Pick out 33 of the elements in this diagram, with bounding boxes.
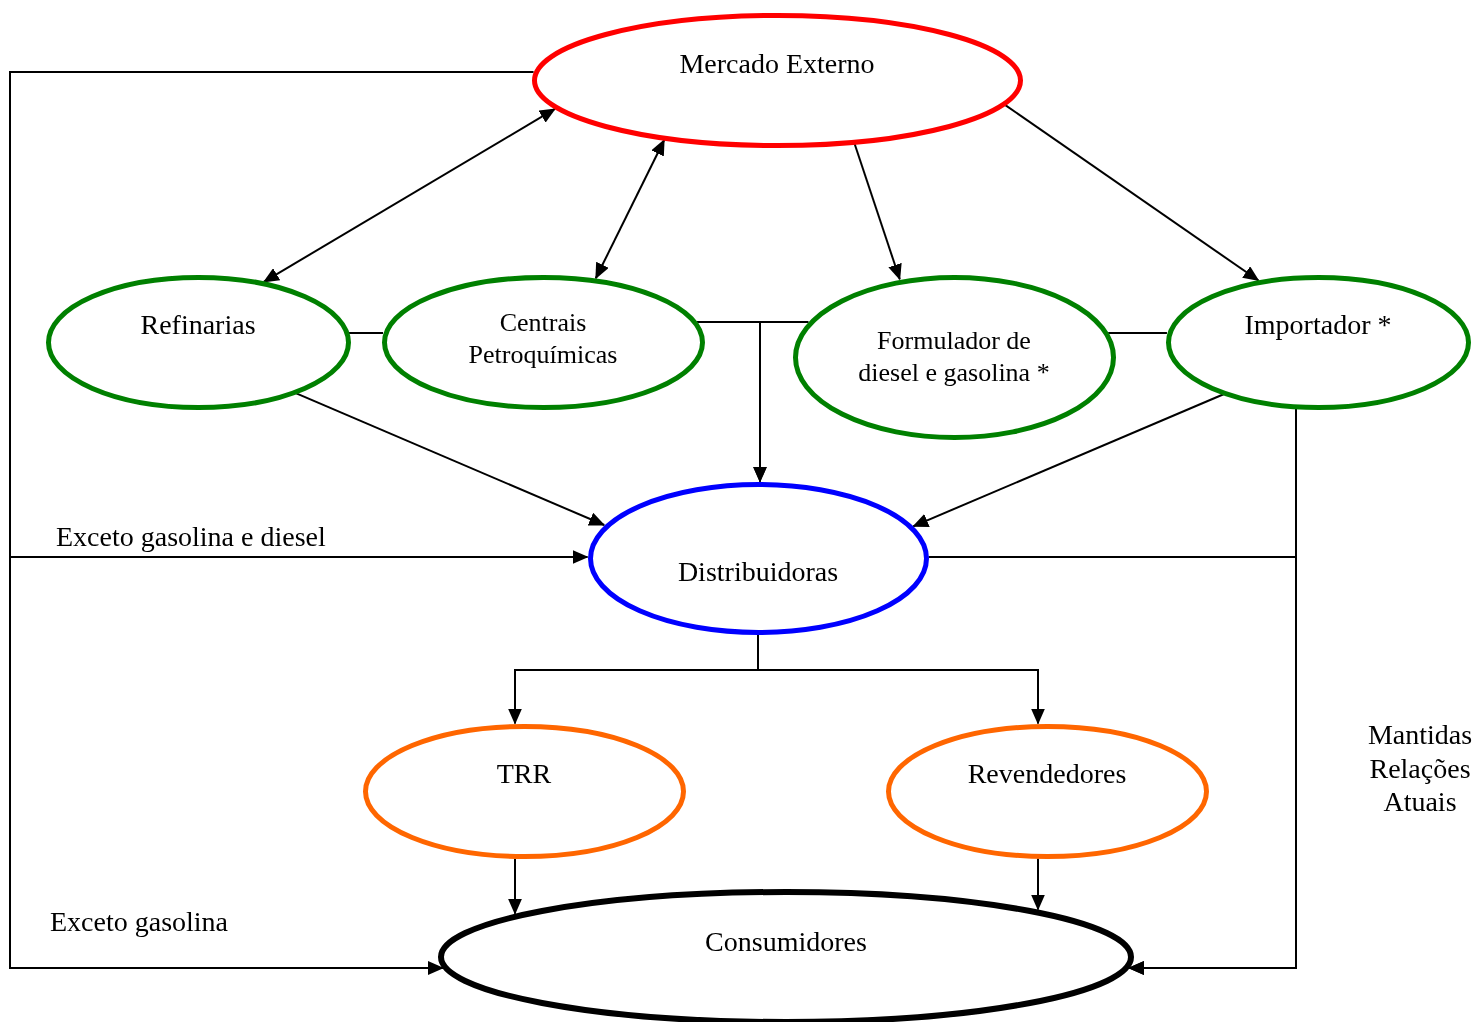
node-label: Refinarias bbox=[140, 307, 256, 342]
edge-label: Exceto gasolina e diesel bbox=[56, 520, 326, 554]
arrow bbox=[1004, 104, 1260, 282]
arrow bbox=[853, 143, 902, 281]
arrow bbox=[753, 321, 810, 483]
arrow bbox=[927, 556, 1297, 975]
connector-line bbox=[348, 332, 385, 334]
arrow bbox=[757, 633, 1045, 725]
arrow bbox=[294, 392, 606, 527]
node-label: Mercado Externo bbox=[679, 46, 875, 81]
node-label: Formulador de diesel e gasolina * bbox=[857, 324, 1051, 389]
ellipse-node bbox=[792, 274, 1116, 440]
ellipse-node bbox=[531, 12, 1023, 148]
ellipse-node bbox=[362, 723, 686, 859]
arrow bbox=[508, 857, 522, 915]
note-text: Mantidas Relações Atuais bbox=[1366, 718, 1474, 819]
ellipse-node bbox=[587, 481, 929, 635]
node-label: Centrais Petroquímicas bbox=[467, 306, 619, 371]
ellipse-node bbox=[45, 274, 351, 410]
arrow bbox=[912, 393, 1225, 528]
node-label: TRR bbox=[496, 756, 552, 791]
node-label: Consumidores bbox=[705, 924, 867, 959]
ellipse-node bbox=[381, 274, 705, 410]
arrow bbox=[594, 138, 666, 280]
arrow bbox=[1031, 857, 1045, 911]
node-label: Revendedores bbox=[967, 756, 1127, 791]
node-label: Distribuidoras bbox=[677, 554, 839, 589]
edge-label: Exceto gasolina bbox=[50, 905, 229, 939]
ellipse-node bbox=[1165, 274, 1471, 410]
arrow bbox=[262, 107, 556, 283]
connector-line bbox=[1107, 332, 1168, 334]
node-label: Importador * bbox=[1244, 307, 1392, 342]
ellipse-node bbox=[885, 723, 1209, 859]
